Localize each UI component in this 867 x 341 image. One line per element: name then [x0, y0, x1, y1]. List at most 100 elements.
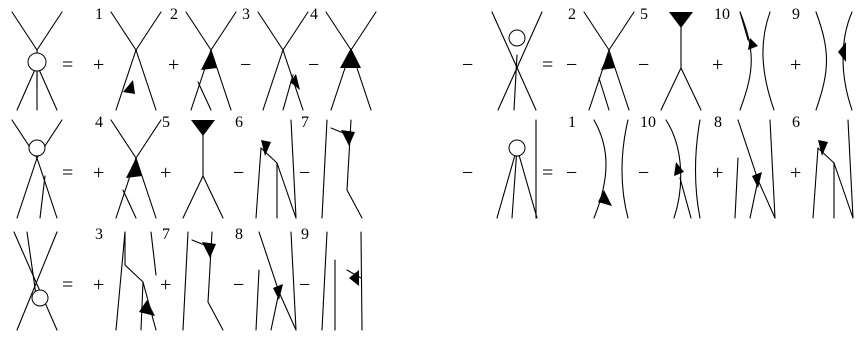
term-sign: − — [566, 54, 577, 76]
diagram-line — [110, 11, 137, 51]
diagram-line — [847, 119, 854, 219]
term-sign: − — [638, 162, 649, 184]
diagram-line — [124, 264, 144, 283]
term-diagram — [185, 11, 237, 111]
diagram-line — [36, 64, 58, 111]
diagram-line — [13, 231, 58, 331]
diagram-curve — [694, 119, 701, 219]
diagram-line — [321, 231, 328, 331]
lhs-sign: − — [462, 162, 473, 184]
vertex-triangle — [290, 74, 300, 90]
equation-row-row2-left: =+4+5−6−7 — [62, 114, 310, 184]
diagram-line — [270, 291, 280, 331]
diagram-line — [135, 11, 162, 51]
diagram-line — [110, 119, 137, 159]
term-diagram — [321, 119, 363, 219]
vertex-triangle — [340, 48, 361, 68]
term-sign: + — [712, 162, 723, 184]
diagram-line — [278, 291, 297, 331]
term-diagram — [182, 120, 224, 219]
diagram-line — [290, 231, 297, 331]
term-number: 2 — [568, 6, 576, 23]
term-diagram — [325, 11, 377, 111]
diagram-curve — [739, 11, 752, 111]
diagram-line — [185, 11, 212, 51]
term-sign: + — [790, 54, 801, 76]
diagram-line — [346, 119, 352, 191]
diagram-line — [36, 11, 63, 51]
diagram-line — [150, 231, 157, 276]
term-sign: + — [168, 54, 179, 76]
term-number: 7 — [162, 226, 170, 243]
diagram-line — [511, 147, 518, 219]
term-diagram — [255, 231, 297, 331]
diagram-line — [255, 269, 260, 331]
term-number: 1 — [95, 6, 103, 23]
diagram-line — [608, 11, 635, 51]
term-diagram — [182, 231, 224, 331]
diagram-line — [258, 231, 280, 293]
diagram-line — [497, 11, 543, 111]
diagram-line — [115, 231, 126, 331]
diagram-line — [115, 49, 137, 111]
term-diagram — [321, 231, 363, 331]
equals-sign: = — [62, 54, 73, 76]
diagram-line — [660, 67, 682, 111]
term-number: 3 — [95, 226, 103, 243]
diagram-line — [135, 119, 162, 159]
term-diagram — [110, 119, 162, 219]
diagram-line — [182, 231, 189, 331]
diagram-line — [36, 157, 58, 219]
diagram-line — [16, 157, 38, 219]
diagram-curve — [762, 11, 775, 111]
vertex-triangle — [669, 12, 693, 28]
diagram-line — [608, 49, 630, 111]
term-sign: − — [566, 162, 577, 184]
term-sign: + — [93, 274, 104, 296]
vertex-circle — [28, 139, 46, 157]
diagram-line — [135, 49, 157, 111]
lhs-sign: − — [462, 54, 473, 76]
vertex-triangle — [123, 80, 135, 94]
lhs-diagram — [491, 11, 543, 111]
vertex-triangle — [273, 284, 283, 300]
equation-row-row2-right: −=−1−10+8+6 — [462, 114, 801, 184]
term-diagram — [115, 231, 157, 331]
term-number: 1 — [568, 114, 576, 131]
diagram-line — [325, 11, 352, 51]
diagram-line — [817, 147, 835, 164]
diagram-line — [202, 175, 224, 219]
term-number: 8 — [235, 226, 243, 243]
diagram-line — [210, 11, 237, 51]
diagram-line — [255, 147, 262, 219]
term-number: 2 — [170, 6, 178, 23]
term-number: 3 — [242, 6, 250, 23]
equation-row-row3-left: =+3+7−8−9 — [62, 226, 310, 296]
vertex-triangle — [748, 38, 758, 50]
term-number: 5 — [162, 114, 170, 131]
diagram-curve — [815, 11, 827, 111]
diagram-line — [680, 67, 702, 111]
diagram-line — [513, 54, 518, 111]
term-sign: + — [93, 54, 104, 76]
equation-row-row1-right: −=−2−5+10+9 — [462, 6, 801, 76]
term-sign: − — [308, 54, 319, 76]
vertex-triangle — [261, 140, 271, 156]
term-diagram — [593, 119, 629, 219]
term-sign: − — [240, 54, 251, 76]
diagram-line — [491, 11, 537, 111]
term-sign: − — [299, 274, 310, 296]
diagram-line — [39, 175, 46, 219]
vertex-triangle — [752, 172, 762, 188]
diagram-line — [737, 119, 759, 181]
term-number: 8 — [714, 114, 722, 131]
term-diagram — [660, 12, 702, 111]
diagram-line — [26, 231, 38, 303]
term-number: 4 — [310, 6, 318, 23]
term-sign: − — [299, 162, 310, 184]
diagram-line — [182, 175, 204, 219]
diagram-line — [321, 119, 328, 219]
vertex-triangle — [126, 158, 142, 178]
term-number: 10 — [714, 6, 730, 23]
diagram-line — [207, 231, 213, 303]
